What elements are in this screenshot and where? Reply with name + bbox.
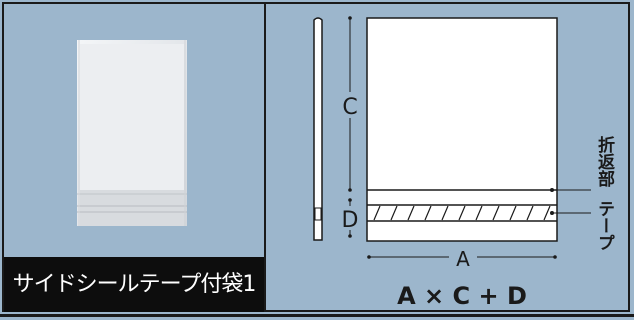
fold-leader-line [550, 188, 591, 192]
product-name-label: サイドシールテープ付袋1 [4, 257, 264, 312]
fold-label: 折返部 [594, 135, 615, 188]
panel-divider [264, 2, 266, 312]
bottom-border [0, 314, 634, 317]
dimension-d-line [340, 198, 360, 238]
dimension-a-label: A [456, 247, 470, 271]
bag-side-profile [313, 17, 323, 241]
tape-leader-line [550, 211, 591, 215]
outer-frame [2, 2, 630, 312]
dimension-c-line [340, 16, 360, 192]
dimension-c-label: C [342, 95, 357, 120]
dimension-a-line [367, 246, 557, 268]
size-formula: A × C + D [397, 282, 527, 310]
bag-photo [77, 40, 187, 226]
bag-front [366, 17, 558, 242]
tape-hatching [373, 205, 551, 221]
dimension-d-label: D [342, 208, 359, 233]
tape-label: テープ [594, 200, 614, 251]
bag-dimension-diagram: C D 折返部 テープ [313, 16, 615, 310]
